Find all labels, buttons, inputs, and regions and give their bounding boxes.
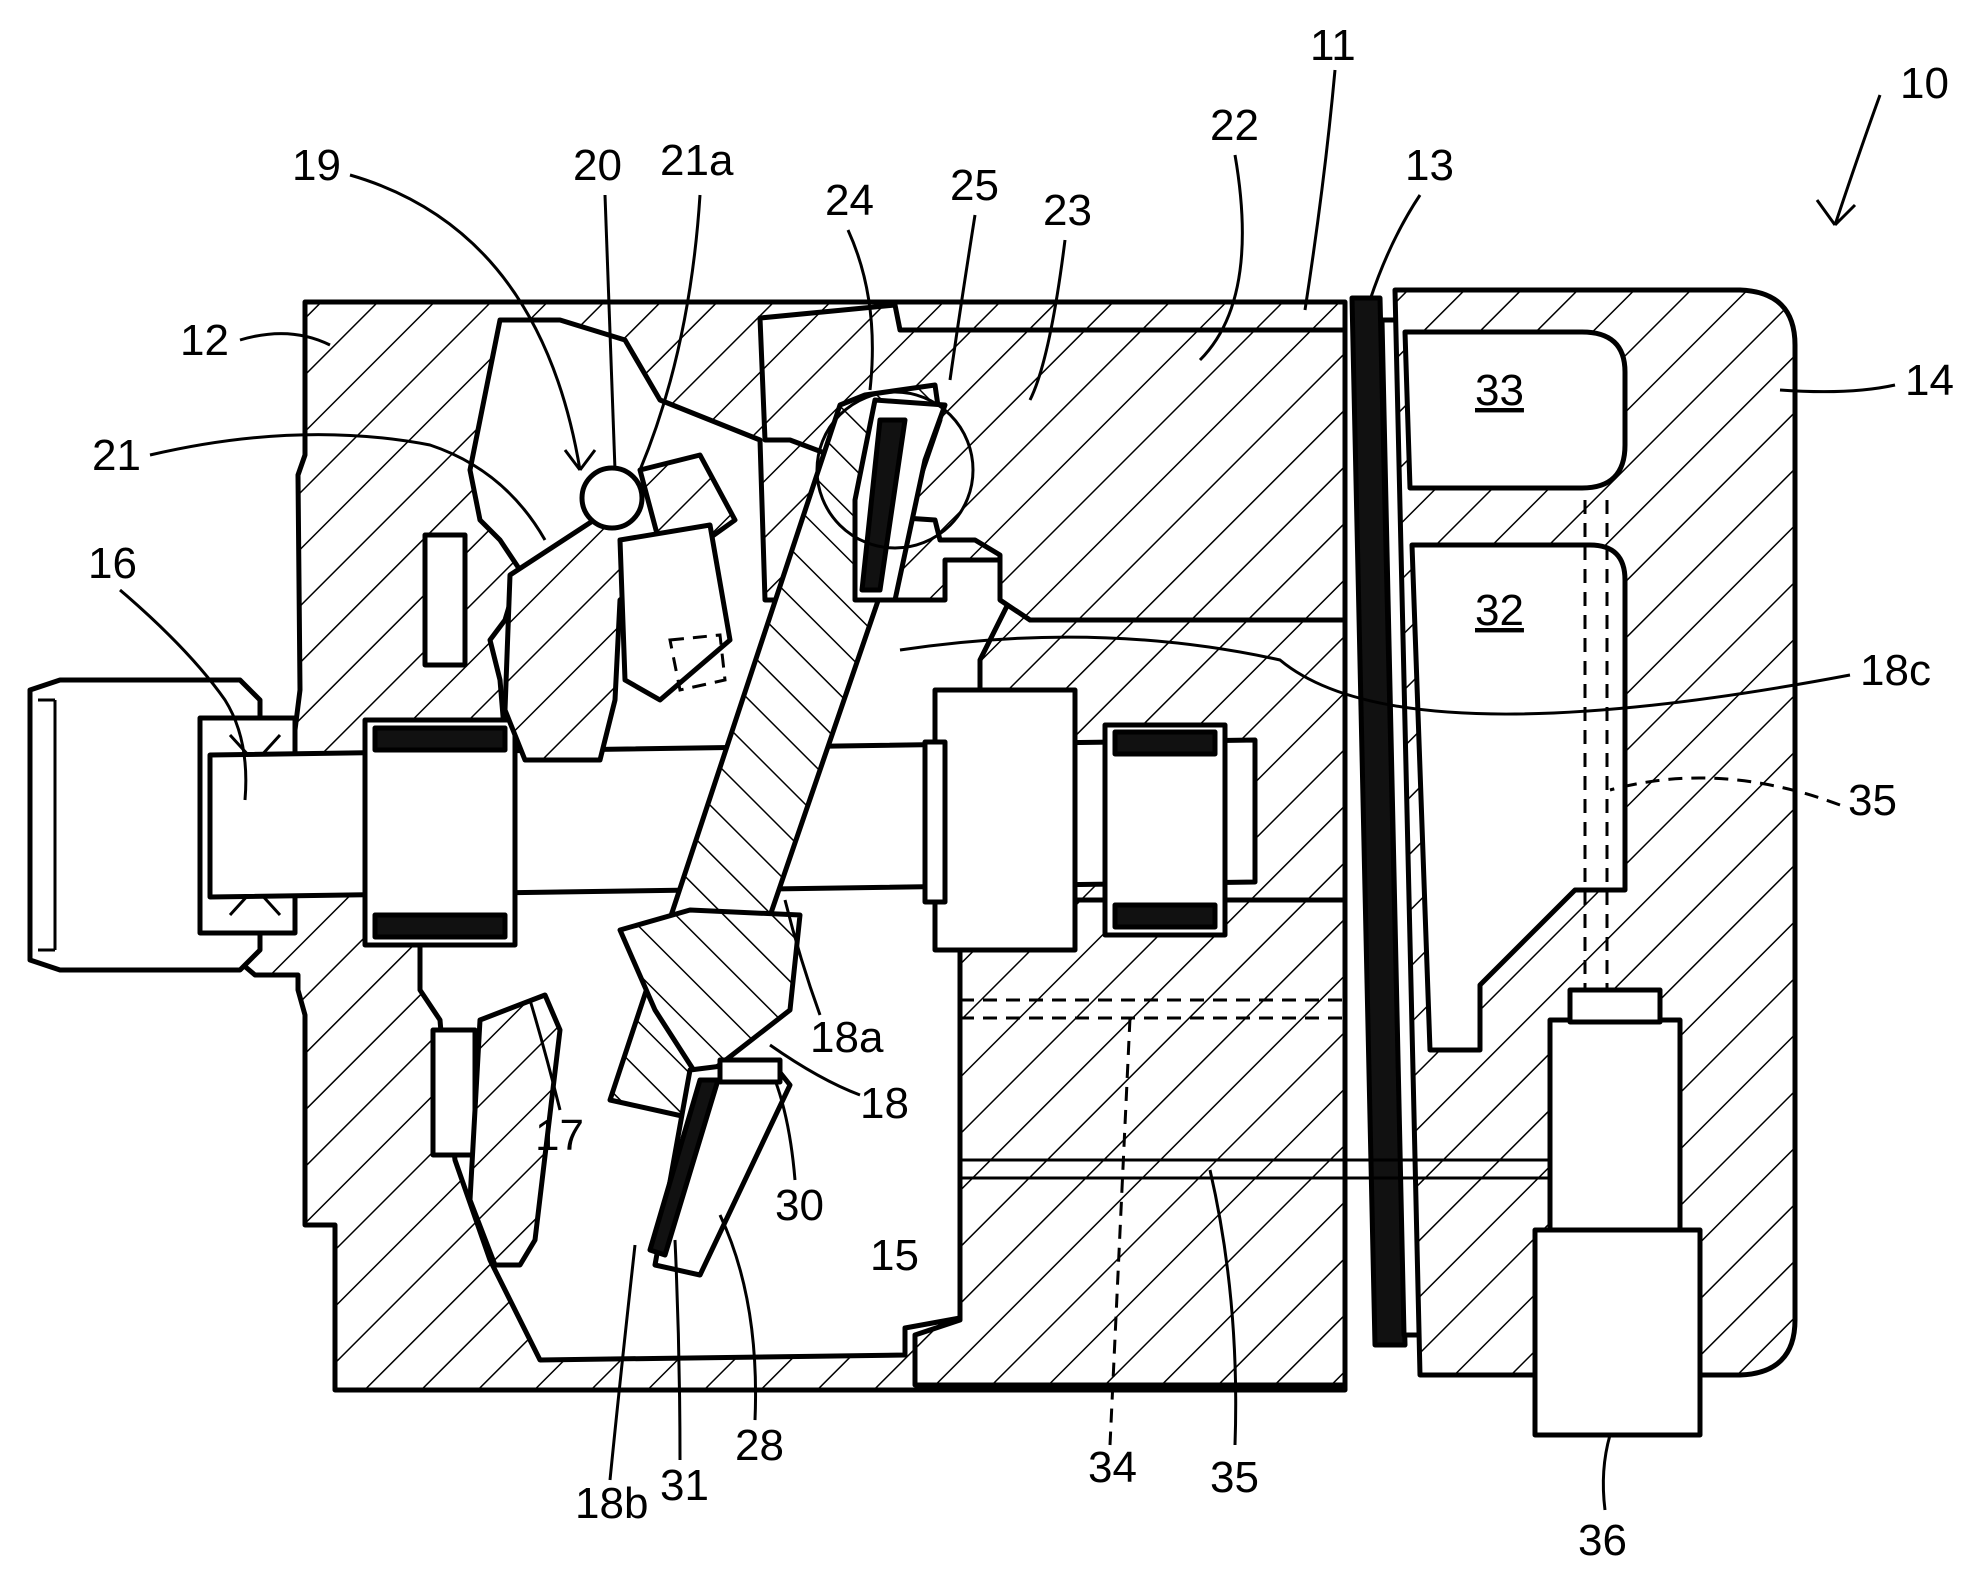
control-valve-lower bbox=[1535, 1230, 1700, 1435]
label-33: 33 bbox=[1475, 366, 1524, 415]
label-18: 18 bbox=[860, 1079, 909, 1128]
label-28: 28 bbox=[735, 1421, 784, 1470]
label-18c: 18c bbox=[1860, 646, 1931, 695]
rear-bearing-roller-bottom bbox=[1115, 905, 1215, 927]
label-12: 12 bbox=[180, 316, 229, 365]
label-21a: 21a bbox=[660, 136, 734, 185]
shaft-ring bbox=[925, 742, 945, 902]
label-21: 21 bbox=[92, 431, 141, 480]
leader-13 bbox=[1370, 195, 1420, 300]
label-11: 11 bbox=[1310, 21, 1356, 70]
label-35-bottom: 35 bbox=[1210, 1453, 1259, 1502]
label-20: 20 bbox=[573, 141, 622, 190]
label-31: 31 bbox=[660, 1461, 709, 1510]
label-22: 22 bbox=[1210, 101, 1259, 150]
thrust-bearing-lower bbox=[433, 1030, 475, 1155]
label-23: 23 bbox=[1043, 186, 1092, 235]
label-25: 25 bbox=[950, 161, 999, 210]
label-24: 24 bbox=[825, 176, 874, 225]
label-30: 30 bbox=[775, 1181, 824, 1230]
label-36: 36 bbox=[1578, 1516, 1627, 1565]
label-34: 34 bbox=[1088, 1443, 1137, 1492]
shaft-collar bbox=[935, 690, 1075, 950]
label-18b: 18b bbox=[575, 1479, 648, 1528]
thrust-bearing-upper bbox=[425, 535, 465, 665]
front-bearing-roller-bottom bbox=[375, 915, 505, 937]
label-32: 32 bbox=[1475, 586, 1524, 635]
label-18a: 18a bbox=[810, 1013, 884, 1062]
label-14: 14 bbox=[1905, 356, 1954, 405]
control-valve-cap bbox=[1570, 990, 1660, 1022]
leader-10 bbox=[1817, 95, 1880, 225]
retainer-30 bbox=[720, 1060, 780, 1082]
control-valve-upper bbox=[1550, 1020, 1680, 1230]
leader-11 bbox=[1305, 70, 1335, 310]
label-13: 13 bbox=[1405, 141, 1454, 190]
label-17: 17 bbox=[535, 1111, 584, 1160]
label-15: 15 bbox=[870, 1231, 919, 1280]
front-radial-bearing bbox=[365, 720, 515, 945]
guide-ball bbox=[582, 468, 642, 528]
label-10: 10 bbox=[1900, 59, 1949, 108]
rear-bearing-roller-top bbox=[1115, 732, 1215, 754]
front-bearing-roller-top bbox=[375, 728, 505, 750]
label-35-right: 35 bbox=[1848, 776, 1897, 825]
cylinder-block-lower bbox=[915, 900, 1345, 1385]
leader-36 bbox=[1603, 1435, 1610, 1510]
label-16: 16 bbox=[88, 539, 137, 588]
label-19: 19 bbox=[292, 141, 341, 190]
